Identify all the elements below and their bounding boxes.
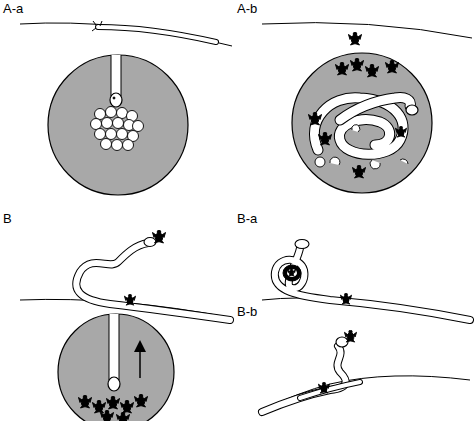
panel-label: B: [3, 212, 12, 226]
panel-a-b: [262, 23, 472, 193]
panel-a-a: [20, 21, 232, 195]
panel-label: B-a: [237, 212, 257, 226]
panel-label: A-a: [3, 2, 23, 16]
panel-label: B-b: [237, 305, 257, 319]
panel-label: A-b: [237, 2, 257, 16]
panel-b-b: [262, 330, 470, 412]
panel-b: [20, 230, 232, 421]
panel-b-a: [262, 240, 472, 321]
